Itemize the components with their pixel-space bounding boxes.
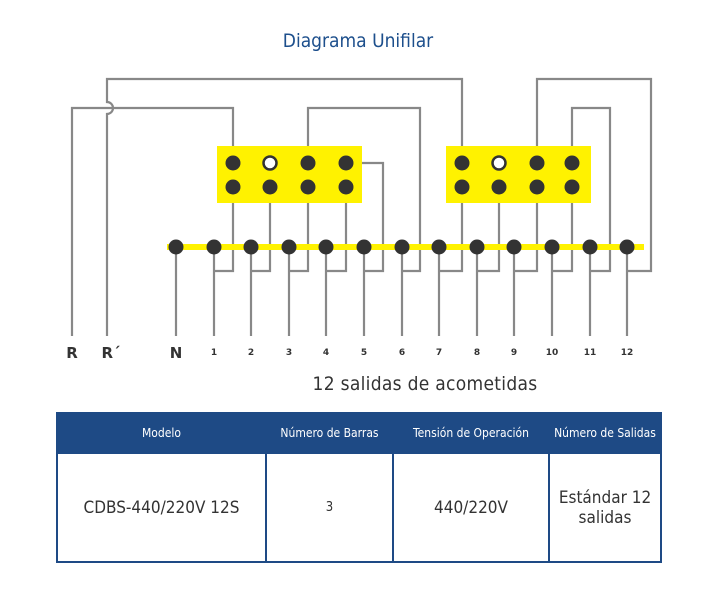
breaker-terminal (454, 155, 470, 171)
wire-b2-top3 (535, 77, 653, 273)
cell-tension: 440/220V (392, 452, 550, 563)
spec-table: Modelo Número de Barras Tensión de Opera… (56, 412, 662, 563)
terminals (168, 155, 635, 255)
output-label-6: 6 (399, 348, 405, 358)
open-terminal (262, 155, 278, 171)
wire-b1-top4 (346, 161, 385, 273)
wire-b2-bot4 (552, 187, 574, 273)
diagram-title: Diagrama Unifilar (0, 30, 720, 52)
bus-terminal-12 (619, 239, 635, 255)
breaker-terminal (225, 155, 241, 171)
bus-terminal-4 (318, 239, 334, 255)
outputs-caption: 12 salidas de acometidas (312, 373, 538, 395)
wire-b2-bot2 (477, 187, 501, 273)
bus-terminal-3 (281, 239, 297, 255)
bus-terminal-6 (394, 239, 410, 255)
wire-b2-top4 (570, 106, 612, 273)
label-r: R (66, 344, 78, 362)
wire-b1-bot3 (289, 187, 310, 273)
bus-terminal-10 (544, 239, 560, 255)
bus-terminal-1 (206, 239, 222, 255)
breaker-terminal (225, 179, 241, 195)
output-label-11: 11 (584, 348, 597, 358)
breaker-terminal (564, 155, 580, 171)
cell-modelo: CDBS-440/220V 12S (56, 452, 267, 563)
breaker-block-2 (446, 146, 591, 203)
bus-terminal-9 (506, 239, 522, 255)
wire-b2-bot1 (439, 187, 464, 273)
diagram-title-text: Diagrama Unifilar (282, 30, 434, 52)
wires (70, 77, 653, 336)
table-row: CDBS-440/220V 12S 3 440/220V Estándar 12… (56, 452, 662, 563)
breaker-terminal (529, 179, 545, 195)
breaker-terminal (491, 179, 507, 195)
wire-b1-top3 (306, 106, 422, 273)
output-label-2: 2 (248, 348, 254, 358)
label-n: N (170, 344, 183, 362)
cell-salidas: Estándar 12 salidas (548, 452, 662, 563)
header-salidas: Número de Salidas (548, 412, 662, 454)
breaker-terminal (338, 155, 354, 171)
bus-terminal-7 (431, 239, 447, 255)
output-label-5: 5 (361, 348, 367, 358)
output-label-12: 12 (621, 348, 634, 358)
output-label-4: 4 (323, 348, 329, 358)
breaker-terminal (262, 179, 278, 195)
open-terminal (491, 155, 507, 171)
header-barras: Número de Barras (265, 412, 394, 454)
label-r-prime: R´ (101, 344, 120, 362)
bus-terminal-2 (243, 239, 259, 255)
breaker-terminal (338, 179, 354, 195)
breaker-terminal (529, 155, 545, 171)
breaker-terminal (300, 155, 316, 171)
wire-b1-bot2 (251, 187, 272, 273)
bus-terminal-5 (356, 239, 372, 255)
neutral-terminal (168, 239, 184, 255)
wire-r-prime (105, 77, 464, 336)
breaker-block-1 (217, 146, 362, 203)
breaker-terminal (564, 179, 580, 195)
cell-barras: 3 (265, 452, 394, 563)
header-tension: Tensión de Operación (392, 412, 550, 454)
output-label-7: 7 (436, 348, 442, 358)
output-label-10: 10 (546, 348, 559, 358)
wire-b1-bot4 (326, 187, 348, 273)
bus-terminal-11 (582, 239, 598, 255)
output-label-8: 8 (474, 348, 480, 358)
table-header-row: Modelo Número de Barras Tensión de Opera… (56, 412, 662, 454)
bus-terminal-8 (469, 239, 485, 255)
output-label-1: 1 (211, 348, 217, 358)
wire-r (70, 106, 235, 336)
output-label-9: 9 (511, 348, 517, 358)
breaker-terminal (454, 179, 470, 195)
wire-b2-bot3 (514, 187, 539, 273)
breaker-terminal (300, 179, 316, 195)
wire-b1-bot1 (214, 187, 235, 273)
output-label-3: 3 (286, 348, 292, 358)
header-modelo: Modelo (56, 412, 267, 454)
